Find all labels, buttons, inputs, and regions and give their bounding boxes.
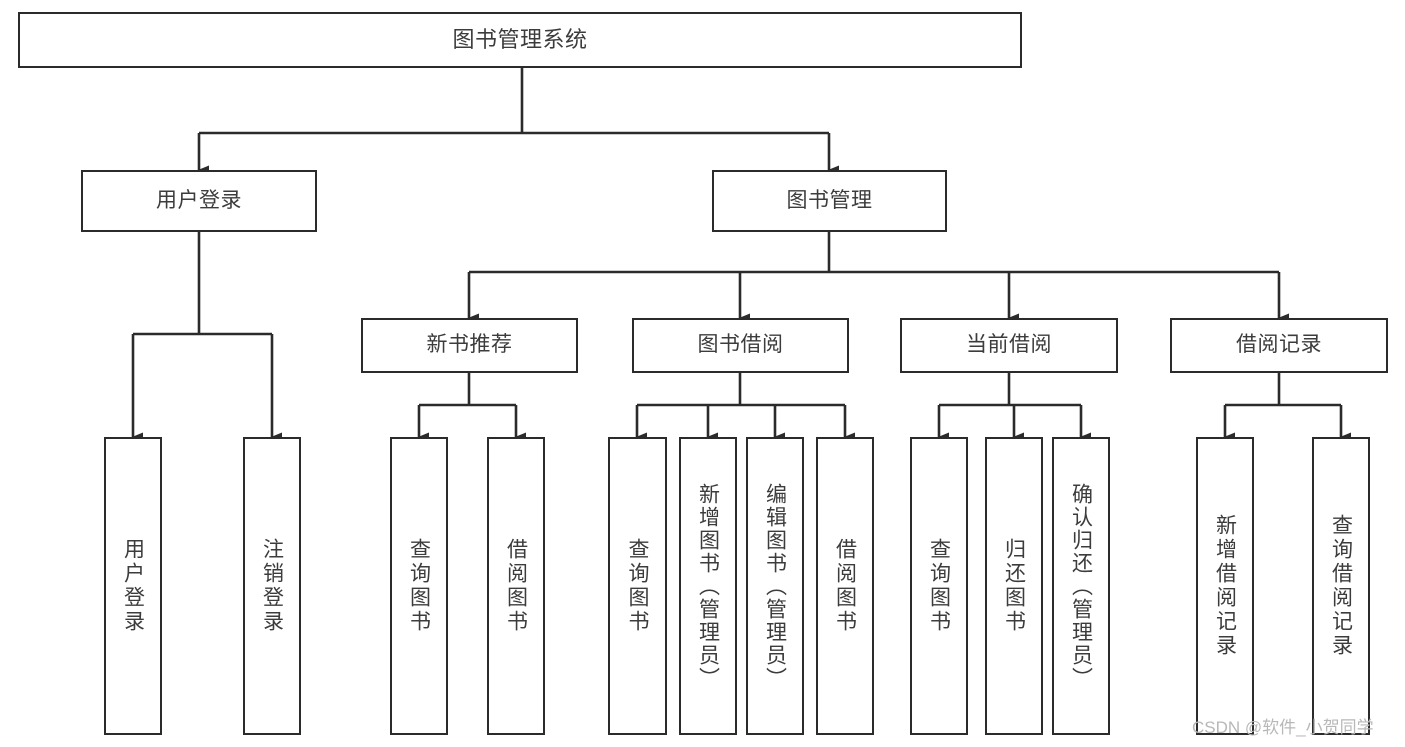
node-level3-3[interactable]: 借阅记录 [1170,318,1388,373]
node-label: 借阅图书 [833,538,857,634]
node-label: 用户登录 [156,188,242,212]
node-label: 用户登录 [121,538,145,634]
node-leaf-9[interactable]: 归还图书 [985,437,1043,735]
node-label: 图书管理 [786,188,873,212]
node-leaf-1[interactable]: 注销登录 [243,437,301,735]
node-level3-1[interactable]: 图书借阅 [632,318,849,373]
node-level2-0[interactable]: 用户登录 [81,170,317,232]
node-level3-2[interactable]: 当前借阅 [900,318,1118,373]
node-label: 确认归还（管理员） [1069,482,1093,690]
node-leaf-3[interactable]: 借阅图书 [487,437,545,735]
node-label: 图书管理系统 [452,27,588,53]
node-label: 当前借阅 [966,333,1052,357]
node-leaf-0[interactable]: 用户登录 [104,437,162,735]
node-leaf-6[interactable]: 编辑图书（管理员） [746,437,804,735]
node-label: 图书借阅 [697,333,784,357]
node-label: 查询图书 [626,538,649,634]
node-label: 查询图书 [927,538,951,634]
node-leaf-4[interactable]: 查询图书 [608,437,667,735]
node-level3-0[interactable]: 新书推荐 [361,318,578,373]
node-label: 查询图书 [407,538,431,634]
node-leaf-5[interactable]: 新增图书（管理员） [679,437,737,735]
node-leaf-10[interactable]: 确认归还（管理员） [1052,437,1110,735]
node-root-system[interactable]: 图书管理系统 [18,12,1022,68]
node-leaf-7[interactable]: 借阅图书 [816,437,874,735]
node-leaf-2[interactable]: 查询图书 [390,437,448,735]
node-leaf-8[interactable]: 查询图书 [910,437,968,735]
connector-lines [131,68,1351,442]
node-label: 新书推荐 [426,333,513,357]
node-label: 借阅记录 [1236,333,1322,357]
node-label: 新增图书（管理员） [696,482,720,690]
node-label: 编辑图书（管理员） [763,482,787,690]
node-label: 注销登录 [260,538,284,634]
node-label: 归还图书 [1002,538,1026,634]
node-label: 借阅图书 [504,538,528,634]
node-leaf-11[interactable]: 新增借阅记录 [1196,437,1254,735]
node-label: 新增借阅记录 [1213,514,1237,658]
node-label: 查询借阅记录 [1329,514,1353,658]
node-level2-1[interactable]: 图书管理 [712,170,947,232]
node-leaf-12[interactable]: 查询借阅记录 [1312,437,1370,735]
